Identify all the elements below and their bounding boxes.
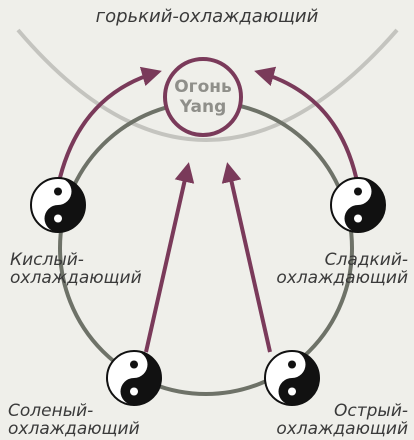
center-node <box>163 57 243 137</box>
node-label-bottom-left: Соленый- охлаждающий <box>8 402 140 438</box>
arrow-bottom-left-to-center <box>144 162 195 353</box>
yin-yang-icon <box>30 177 86 233</box>
center-label-line2: Yang <box>179 97 227 117</box>
node-label-bottom-right-line1: Острый- <box>333 401 408 421</box>
yin-yang-icon <box>264 350 320 406</box>
node-label-right-line2: охлаждающий <box>276 268 408 288</box>
node-label-bottom-right-line2: охлаждающий <box>276 419 408 439</box>
yin-yang-icon <box>330 177 386 233</box>
node-label-left-line1: Кислый- <box>10 250 84 270</box>
node-label-bottom-right: Острый- охлаждающий <box>276 402 408 438</box>
arrow-bottom-right-to-center <box>221 162 272 353</box>
cycle-ring <box>58 100 354 396</box>
node-label-bottom-left-line2: охлаждающий <box>8 419 140 439</box>
diagram-title: горький-охлаждающий <box>95 6 319 27</box>
node-label-left-line2: охлаждающий <box>10 268 142 288</box>
center-label: Огонь Yang <box>163 57 243 137</box>
arrow-left-to-center <box>56 66 162 187</box>
bitter-cooling-arc <box>16 28 399 142</box>
node-label-right-line1: Сладкий- <box>324 250 408 270</box>
node-label-bottom-left-line1: Соленый- <box>8 401 94 421</box>
yin-yang-icon <box>106 350 162 406</box>
node-label-left: Кислый- охлаждающий <box>10 251 142 287</box>
center-label-line1: Огонь <box>174 77 232 97</box>
node-label-right: Сладкий- охлаждающий <box>276 251 408 287</box>
arrow-right-to-center <box>254 66 360 187</box>
